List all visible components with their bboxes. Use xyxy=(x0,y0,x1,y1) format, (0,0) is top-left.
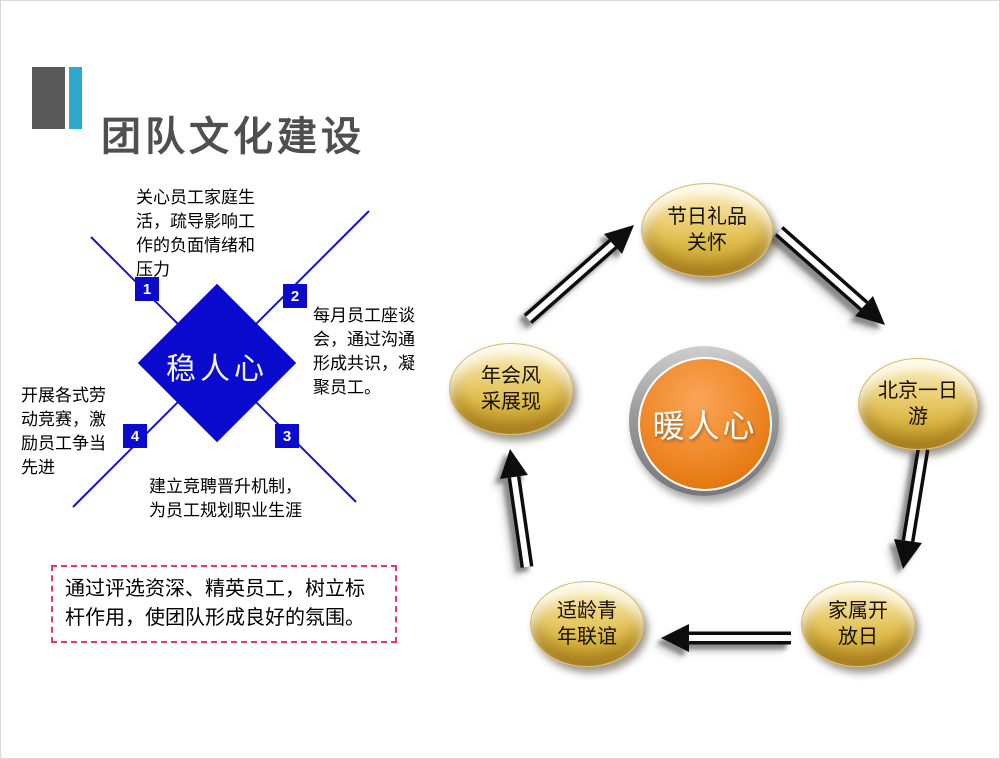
item-3-number-badge: 3 xyxy=(275,424,299,448)
item-2-number-badge: 2 xyxy=(283,284,307,308)
cycle-node-label-line2: 关怀 xyxy=(687,232,727,254)
item-4-number-badge: 4 xyxy=(123,424,147,448)
cycle-node-youth-social: 适龄青 年联谊 xyxy=(530,581,644,667)
item-1-text: 关心员工家庭生活，疏导影响工作的负面情绪和压力 xyxy=(136,188,255,280)
center-label: 暖人心 xyxy=(652,408,758,444)
cycle-node-label-line2: 游 xyxy=(908,406,928,428)
item-4-text: 开展各式劳动竞赛，激励员工争当先进 xyxy=(21,386,106,478)
cycle-node-label-line1: 年会风 xyxy=(481,364,541,387)
cycle-node-label-line1: 家属开 xyxy=(828,599,888,622)
arrow-youth-to-gala xyxy=(500,449,534,568)
arrow-gala-to-gifts xyxy=(523,225,634,324)
item-1-number-badge: 1 xyxy=(135,277,159,301)
cycle-node-beijing-day-trip: 北京一日 游 xyxy=(858,358,978,450)
arrow-family-to-youth xyxy=(661,624,791,652)
title-accent-blue-bar xyxy=(69,67,82,129)
arrow-trip-to-family xyxy=(894,447,930,569)
cycle-node-label-line2: 采展现 xyxy=(481,391,541,413)
center-circle: 暖人心 xyxy=(638,357,772,491)
page-title: 团队文化建设 xyxy=(101,114,365,159)
summary-note-text: 通过评选资深、精英员工，树立标杆作用，使团队形成良好的氛围。 xyxy=(65,578,365,629)
cycle-node-annual-gala: 年会风 采展现 xyxy=(449,343,573,435)
title-accent-gray-bar xyxy=(32,67,65,129)
cycle-node-festival-gifts: 节日礼品 关怀 xyxy=(641,183,773,277)
item-2-text: 每月员工座谈会，通过沟通形成共识，凝聚员工。 xyxy=(313,306,415,398)
cycle-node-family-open-day: 家属开 放日 xyxy=(801,581,915,667)
cycle-node-label-line1: 节日礼品 xyxy=(667,205,747,228)
summary-note-box: 通过评选资深、精英员工，树立标杆作用，使团队形成良好的氛围。 xyxy=(51,565,397,643)
cycle-node-label-line2: 放日 xyxy=(838,626,878,648)
arrow-gifts-to-trip xyxy=(774,226,885,325)
cycle-node-label-line1: 适龄青 xyxy=(557,599,617,622)
item-3-text: 建立竞聘晋升机制，为员工规划职业生涯 xyxy=(149,477,302,521)
cycle-node-label-line2: 年联谊 xyxy=(557,626,617,648)
diamond-label: 稳人心 xyxy=(166,353,268,386)
cycle-node-label-line1: 北京一日 xyxy=(878,379,958,402)
